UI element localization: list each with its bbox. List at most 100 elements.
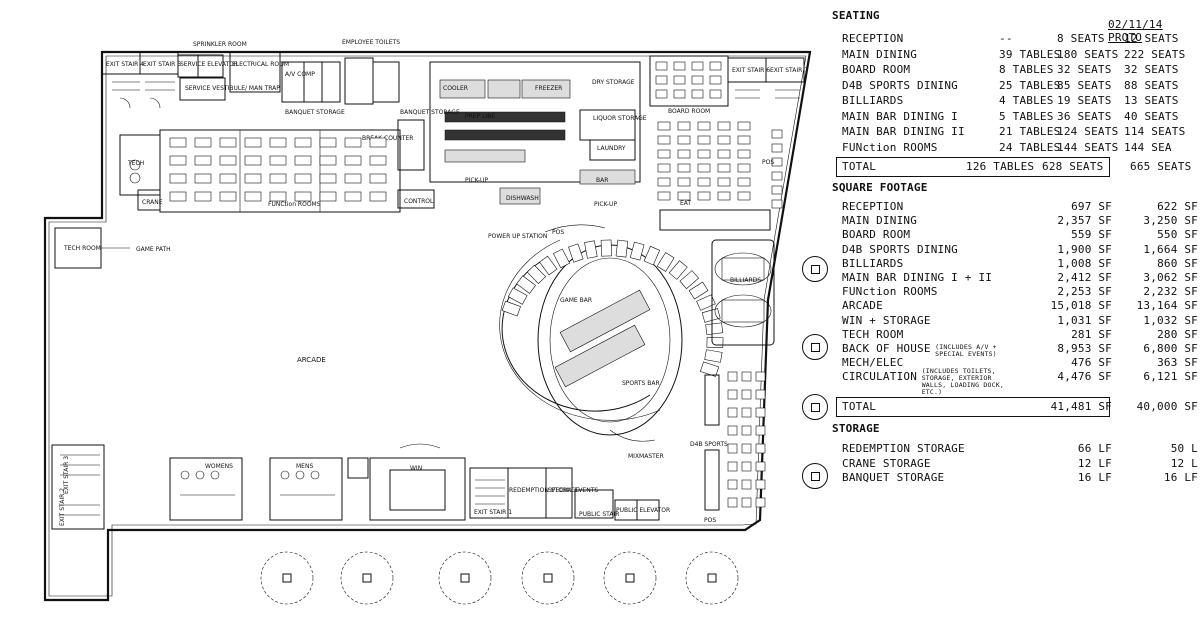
exterior-wall-inner — [48, 55, 807, 597]
label-banquet-storage-2: BANQUET STORAGE — [400, 109, 460, 116]
planter-column — [707, 573, 717, 583]
dining-table — [677, 135, 691, 145]
planter — [521, 551, 575, 605]
label-pick-up-1: PICK-UP — [465, 177, 488, 184]
label-win: WIN — [410, 465, 422, 472]
label-crane: CRANE — [142, 199, 163, 206]
banquet-table — [169, 137, 187, 148]
seating-total-row: TOTAL 126 TABLES 628 SEATS 665 SEATS — [842, 160, 1192, 173]
function-tables — [169, 137, 387, 202]
board-table — [673, 75, 686, 85]
ring-booth — [584, 240, 598, 259]
central-bar — [499, 224, 683, 442]
ring-booth — [668, 260, 688, 280]
label-laundry: LAUNDRY — [597, 145, 626, 152]
board-room-block — [649, 55, 805, 107]
dining-table — [737, 149, 751, 159]
dining-table — [771, 143, 783, 153]
ring-booths — [501, 239, 724, 377]
ring-booth — [568, 243, 584, 263]
label-arcade: ARCADE — [297, 356, 326, 364]
board-table — [691, 89, 704, 99]
label-av-comp: A/V COMP — [285, 71, 315, 78]
label-electrical-room: ELECTRICAL ROOM — [232, 61, 289, 68]
sports-table — [741, 443, 752, 454]
dining-table — [717, 177, 731, 187]
storage-title: STORAGE — [832, 422, 880, 435]
ring-booth — [600, 239, 612, 257]
banquet-table — [369, 191, 387, 202]
dining-table — [737, 121, 751, 131]
floor-plan: EXIT STAIR 4 EXIT STAIR 5 SPRINKLER ROOM… — [43, 39, 812, 605]
label-pick-up-2: PICK-UP — [594, 201, 617, 208]
banquet-table — [244, 155, 262, 166]
column-marker — [802, 256, 828, 282]
dining-table — [771, 157, 783, 167]
dining-table — [697, 121, 711, 131]
column-marker — [802, 334, 828, 360]
banquet-table — [344, 155, 362, 166]
ring-booth — [704, 349, 723, 363]
banquet-table — [319, 191, 337, 202]
sf-title: SQUARE FOOTAGE — [832, 181, 928, 194]
banquet-table — [194, 191, 212, 202]
building-outline — [43, 50, 812, 602]
banquet-table — [194, 173, 212, 184]
dining-table — [737, 163, 751, 173]
label-cooler: COOLER — [443, 85, 468, 92]
label-exit-stair-5: EXIT STAIR 5 — [143, 61, 181, 68]
proto-header: 02/11/14 PROTO — [1108, 18, 1163, 44]
planter — [260, 551, 314, 605]
ring-booth — [615, 239, 629, 258]
banquet-table — [294, 173, 312, 184]
dining-table — [697, 135, 711, 145]
sports-table — [727, 407, 738, 418]
label-mens: MENS — [296, 463, 313, 470]
sports-table — [755, 443, 766, 454]
label-mixmaster: MIXMASTER — [628, 453, 664, 460]
dining-table — [717, 163, 731, 173]
planter — [340, 551, 394, 605]
sports-table — [727, 425, 738, 436]
banquet-table — [344, 191, 362, 202]
banquet-table — [244, 137, 262, 148]
ring-booth — [552, 248, 571, 269]
dining-table — [697, 163, 711, 173]
sports-table — [727, 479, 738, 490]
banquet-table — [269, 191, 287, 202]
banquet-table — [294, 155, 312, 166]
dining-table — [657, 135, 671, 145]
sports-table — [741, 461, 752, 472]
banquet-table — [319, 137, 337, 148]
dining-table — [697, 191, 711, 201]
banquet-table — [294, 137, 312, 148]
tech-room — [54, 227, 130, 269]
dining-table — [771, 199, 783, 209]
sports-table — [755, 497, 766, 508]
eat-tables — [657, 121, 783, 231]
dining-table — [737, 177, 751, 187]
dining-table — [717, 149, 731, 159]
dining-table — [657, 177, 671, 187]
label-eat: EAT — [680, 200, 691, 207]
sports-table — [755, 461, 766, 472]
label-exit-stair-3: EXIT STAIR 3 — [63, 456, 70, 494]
billiards-area — [711, 239, 775, 346]
bottom-block — [51, 443, 660, 530]
board-table — [655, 89, 668, 99]
function-rooms — [119, 129, 401, 213]
exterior-planters — [260, 551, 739, 605]
board-table — [709, 75, 722, 85]
kitchen — [397, 61, 641, 209]
label-public-stair: PUBLIC STAIR — [579, 511, 619, 518]
program-schedule: SEATING 02/11/14 PROTO RECEPTION--8 SEAT… — [802, 0, 1200, 627]
